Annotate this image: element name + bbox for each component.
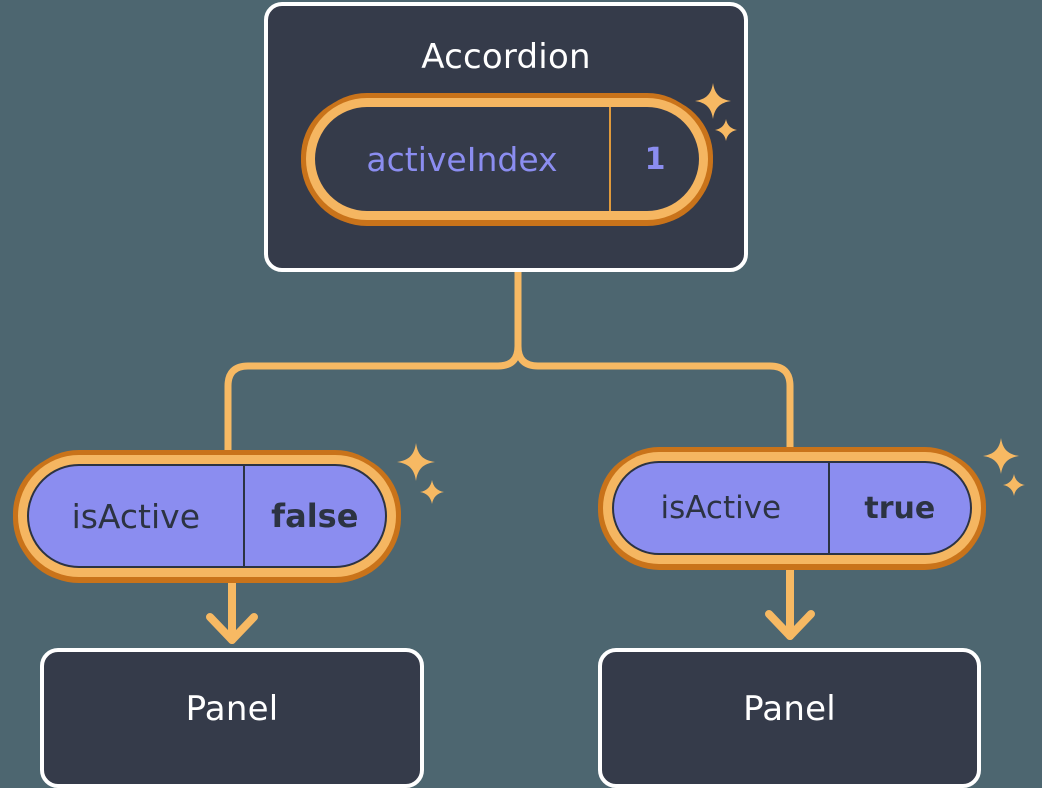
state-pill-inner: isActive true [612, 461, 972, 555]
state-pill-inner: activeIndex 1 [315, 107, 699, 211]
state-pill-key: isActive [660, 490, 782, 526]
arrowhead-left-icon [206, 613, 258, 644]
diagram-canvas: Accordion activeIndex 1 isActive false [18, 2, 1026, 788]
component-title-panel-right: Panel [743, 689, 836, 729]
state-pill-isactive-true[interactable]: isActive true [603, 452, 981, 564]
component-box-panel-left[interactable]: Panel [40, 648, 424, 788]
state-pill-key: activeIndex [366, 139, 558, 179]
wire-root-to-junction [224, 268, 522, 459]
state-pill-inner: isActive false [27, 464, 387, 568]
wire-junction-to-right-pill [514, 342, 794, 456]
state-pill-activeindex[interactable]: activeIndex 1 [306, 98, 708, 220]
sparkle-large-icon [982, 437, 1020, 475]
arrowhead-right-icon [765, 610, 815, 640]
state-pill-body: isActive false [18, 455, 396, 577]
state-pill-value: 1 [609, 107, 699, 211]
state-pill-key: isActive [71, 496, 201, 536]
sparkle-large-icon [396, 442, 436, 482]
state-pill-isactive-false[interactable]: isActive false [18, 455, 396, 577]
sparkle-small-icon [1002, 473, 1026, 497]
component-title-accordion: Accordion [421, 37, 591, 77]
sparkle-small-icon [419, 479, 445, 505]
state-pill-body: activeIndex 1 [306, 98, 708, 220]
state-pill-value: true [827, 463, 970, 553]
component-title-panel-left: Panel [185, 689, 279, 729]
component-box-panel-right[interactable]: Panel [598, 648, 981, 788]
state-pill-value: false [242, 466, 385, 566]
state-pill-body: isActive true [603, 452, 981, 564]
